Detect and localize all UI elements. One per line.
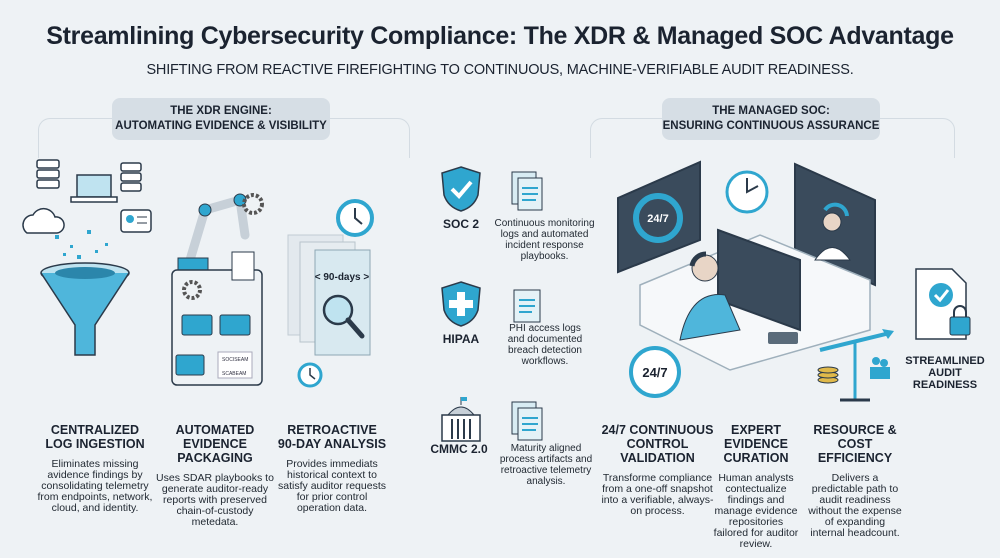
soc-item-continuous-validation: 24/7 CONTINUOUS CONTROL VALIDATION Trans… bbox=[600, 423, 715, 517]
streamlined-audit-readiness: STREAMLINED AUDIT READINESS bbox=[900, 355, 990, 391]
soc-item-evidence-curation: EXPERT EVIDENCE CURATION Human analysts … bbox=[712, 423, 800, 550]
item-title: AUTOMATED bbox=[175, 423, 255, 437]
xdr-item-log-ingestion: CENTRALIZED LOG INGESTION Eliminates mis… bbox=[35, 423, 155, 514]
evidence-packaging-illustration: SOCISEAM SCABEAM bbox=[171, 193, 264, 386]
framework-name: HIPAA bbox=[442, 332, 480, 346]
document-stack-icon bbox=[511, 401, 543, 441]
clock-refresh-icon bbox=[336, 199, 374, 237]
coins-icon bbox=[817, 366, 839, 384]
report-row: SCABEAM bbox=[222, 371, 246, 377]
soc-label-line2: ENSURING CONTINUOUS ASSURANCE bbox=[662, 120, 880, 132]
item-title: 24/7 CONTINUOUS bbox=[601, 423, 714, 437]
item-title: CENTRALIZED bbox=[50, 423, 140, 437]
item-description: Uses SDAR playbooks to generate auditor-… bbox=[156, 472, 274, 528]
wall-clock-icon bbox=[725, 170, 769, 214]
item-title: EVIDENCE PACKAGING bbox=[177, 437, 253, 465]
item-title: CONTROL VALIDATION bbox=[620, 437, 695, 465]
framework-hipaa: HIPAA PHI access logs and documented bre… bbox=[430, 280, 600, 367]
badge-247-text: 24/7 bbox=[642, 365, 667, 380]
laptop-icon bbox=[70, 174, 118, 203]
framework-soc2: SOC 2 Continuous monitoring logs and aut… bbox=[430, 165, 600, 262]
item-description: Eliminates missing avidence findings by … bbox=[37, 458, 153, 514]
document-stack-icon bbox=[511, 171, 543, 211]
framework-description: PHI access logs and documented breach de… bbox=[507, 323, 583, 367]
outcome-text: AUDIT bbox=[928, 367, 962, 379]
item-description: Human analysts contectualize findings an… bbox=[713, 472, 799, 550]
cloud-icon bbox=[22, 207, 65, 234]
ninety-days-label: < 90-days > bbox=[315, 272, 370, 283]
report-row: SOCISEAM bbox=[222, 357, 248, 363]
soc-label-line1: THE MANAGED SOC: bbox=[712, 105, 830, 117]
item-title: EXPERT EVIDENCE bbox=[724, 423, 788, 451]
xdr-item-evidence-packaging: AUTOMATED EVIDENCE PACKAGING Uses SDAR p… bbox=[155, 423, 275, 528]
log-ingestion-illustration bbox=[22, 159, 152, 356]
male-analyst-icon bbox=[679, 251, 741, 341]
magnifier-icon bbox=[322, 294, 365, 339]
gear-icon bbox=[182, 280, 202, 300]
report-list bbox=[217, 351, 253, 379]
framework-name: SOC 2 bbox=[442, 217, 479, 231]
framework-description: Maturity aligned process artifacts and r… bbox=[499, 443, 593, 487]
document-icon bbox=[231, 251, 255, 281]
folder-icons bbox=[175, 314, 251, 376]
soc-operations-illustration: 24/7 bbox=[617, 160, 876, 371]
item-title: CURATION bbox=[723, 451, 789, 465]
robot-arm-icon bbox=[177, 193, 250, 271]
audit-document-lock-icon bbox=[915, 268, 971, 340]
outcome-text: STREAMLINED bbox=[905, 355, 985, 367]
document-icon bbox=[513, 289, 541, 323]
data-particles bbox=[55, 230, 108, 259]
shield-check-icon bbox=[441, 166, 481, 212]
gear-icon bbox=[242, 193, 264, 215]
framework-name: CMMC 2.0 bbox=[430, 442, 488, 456]
xdr-item-retroactive-analysis: RETROACTIVE 90-DAY ANALYSIS Provides imm… bbox=[277, 423, 387, 514]
item-description: Provides immediats historical context to… bbox=[278, 458, 386, 514]
item-title: LOG INGESTION bbox=[45, 437, 145, 451]
server-icon bbox=[36, 159, 60, 189]
item-title: 90-DAY ANALYSIS bbox=[277, 437, 387, 451]
xdr-label-line2: AUTOMATING EVIDENCE & VISIBILITY bbox=[115, 120, 327, 132]
continuous-247-icon: 24/7 bbox=[629, 346, 681, 398]
page-title: Streamlining Cybersecurity Compliance: T… bbox=[46, 22, 954, 50]
xdr-label-line1: THE XDR ENGINE: bbox=[170, 105, 272, 117]
network-icon bbox=[120, 162, 142, 192]
mouse-pad bbox=[768, 332, 798, 344]
item-title: RETROACTIVE bbox=[287, 423, 377, 437]
team-icon bbox=[870, 357, 890, 379]
item-title: COST EFFICIENCY bbox=[817, 437, 893, 465]
page-subtitle: SHIFTING FROM REACTIVE FIREFIGHTING TO C… bbox=[146, 62, 854, 78]
outcome-text: READINESS bbox=[912, 379, 978, 391]
framework-description: Continuous monitoring logs and automated… bbox=[494, 218, 595, 262]
framework-cmmc: CMMC 2.0 Maturity aligned process artifa… bbox=[430, 395, 600, 487]
soc-section-label: THE MANAGED SOC: ENSURING CONTINUOUS ASS… bbox=[662, 98, 880, 140]
item-title: RESOURCE & bbox=[813, 423, 897, 437]
balance-scale-icon bbox=[817, 329, 894, 402]
female-analyst-icon bbox=[814, 212, 851, 261]
monitor-247-text: 24/7 bbox=[647, 213, 668, 225]
capitol-building-icon bbox=[441, 397, 481, 442]
monitor-247: 24/7 bbox=[617, 160, 701, 274]
item-description: Delivers a predictable path to audit rea… bbox=[808, 472, 902, 539]
curved-monitor bbox=[717, 228, 801, 332]
item-description: Transforme compliance from a one-off sna… bbox=[601, 472, 714, 517]
retroactive-analysis-illustration: < 90-days > bbox=[287, 199, 374, 388]
clock-icon bbox=[297, 362, 323, 388]
identity-card-icon bbox=[120, 209, 152, 233]
funnel-icon bbox=[40, 262, 130, 356]
shield-cross-icon bbox=[441, 281, 481, 327]
xdr-section-label: THE XDR ENGINE: AUTOMATING EVIDENCE & VI… bbox=[112, 98, 330, 140]
soc-item-cost-efficiency: RESOURCE & COST EFFICIENCY Delivers a pr… bbox=[808, 423, 902, 539]
